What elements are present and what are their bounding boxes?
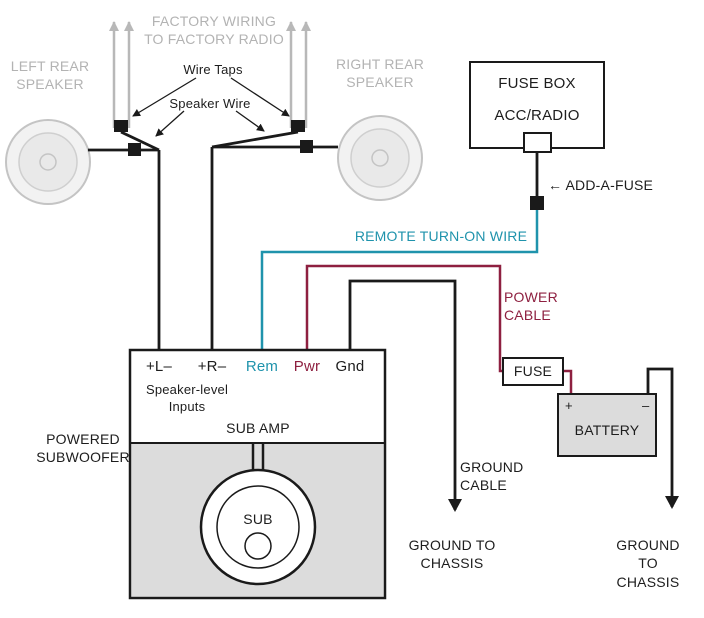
remote-turn-on-label: REMOTE TURN-ON WIRE bbox=[354, 228, 528, 244]
terminal-right-input: +R– bbox=[197, 358, 227, 375]
power-cable-label: POWER CABLE bbox=[504, 289, 558, 324]
inline-fuse bbox=[502, 357, 564, 386]
terminal-power: Pwr bbox=[293, 358, 321, 375]
fuse-box-label: FUSE BOX bbox=[498, 75, 576, 92]
sub-label: SUB bbox=[243, 511, 273, 527]
speaker-level-inputs-label: Speaker-level Inputs bbox=[145, 382, 229, 415]
power-cable-to-battery bbox=[563, 369, 573, 394]
right-speaker-label: RIGHT REAR SPEAKER bbox=[335, 56, 425, 91]
sub-driver-icon bbox=[199, 468, 317, 586]
speaker-wire-label: Speaker Wire bbox=[169, 96, 251, 111]
ground-chassis-left-label: GROUND TO CHASSIS bbox=[408, 537, 496, 572]
terminal-remote: Rem bbox=[245, 358, 279, 375]
battery-minus-label: – bbox=[642, 398, 650, 413]
ground-cable-label: GROUND CABLE bbox=[460, 459, 524, 494]
battery-ground-wire bbox=[646, 367, 679, 509]
fuse-slot bbox=[523, 132, 552, 153]
power-cable-wire bbox=[305, 264, 503, 373]
battery-plus-label: + bbox=[565, 398, 573, 413]
acc-radio-label: ACC/RADIO bbox=[494, 107, 580, 124]
label-pointer-arrows bbox=[132, 77, 290, 137]
right-wire-connector bbox=[300, 140, 313, 153]
left-wire-connector bbox=[128, 143, 141, 156]
fuse-label: FUSE bbox=[513, 363, 553, 379]
sub-amp-label: SUB AMP bbox=[226, 420, 290, 436]
ground-chassis-right-label: GROUND TO CHASSIS bbox=[616, 537, 680, 590]
left-speaker-label: LEFT REAR SPEAKER bbox=[10, 58, 90, 93]
terminal-left-input: +L– bbox=[145, 358, 173, 375]
powered-subwoofer-label: POWERED SUBWOOFER bbox=[36, 431, 130, 466]
left-wire-tap bbox=[114, 120, 128, 132]
speaker-wires bbox=[88, 130, 338, 351]
remote-turn-on-wire bbox=[260, 210, 539, 351]
battery-label: BATTERY bbox=[574, 422, 640, 438]
factory-wires bbox=[109, 21, 311, 128]
left-speaker-icon bbox=[5, 119, 91, 205]
battery-box bbox=[557, 393, 657, 457]
terminal-ground: Gnd bbox=[335, 358, 365, 375]
right-wire-tap bbox=[291, 120, 305, 132]
ground-cable-wire bbox=[348, 279, 462, 512]
wire-taps-label: Wire Taps bbox=[183, 62, 243, 77]
add-a-fuse-label: ← ADD-A-FUSE bbox=[548, 177, 654, 193]
right-speaker-icon bbox=[337, 115, 423, 201]
add-a-fuse-holder bbox=[530, 196, 544, 210]
factory-wiring-label: FACTORY WIRING TO FACTORY RADIO bbox=[144, 13, 284, 48]
